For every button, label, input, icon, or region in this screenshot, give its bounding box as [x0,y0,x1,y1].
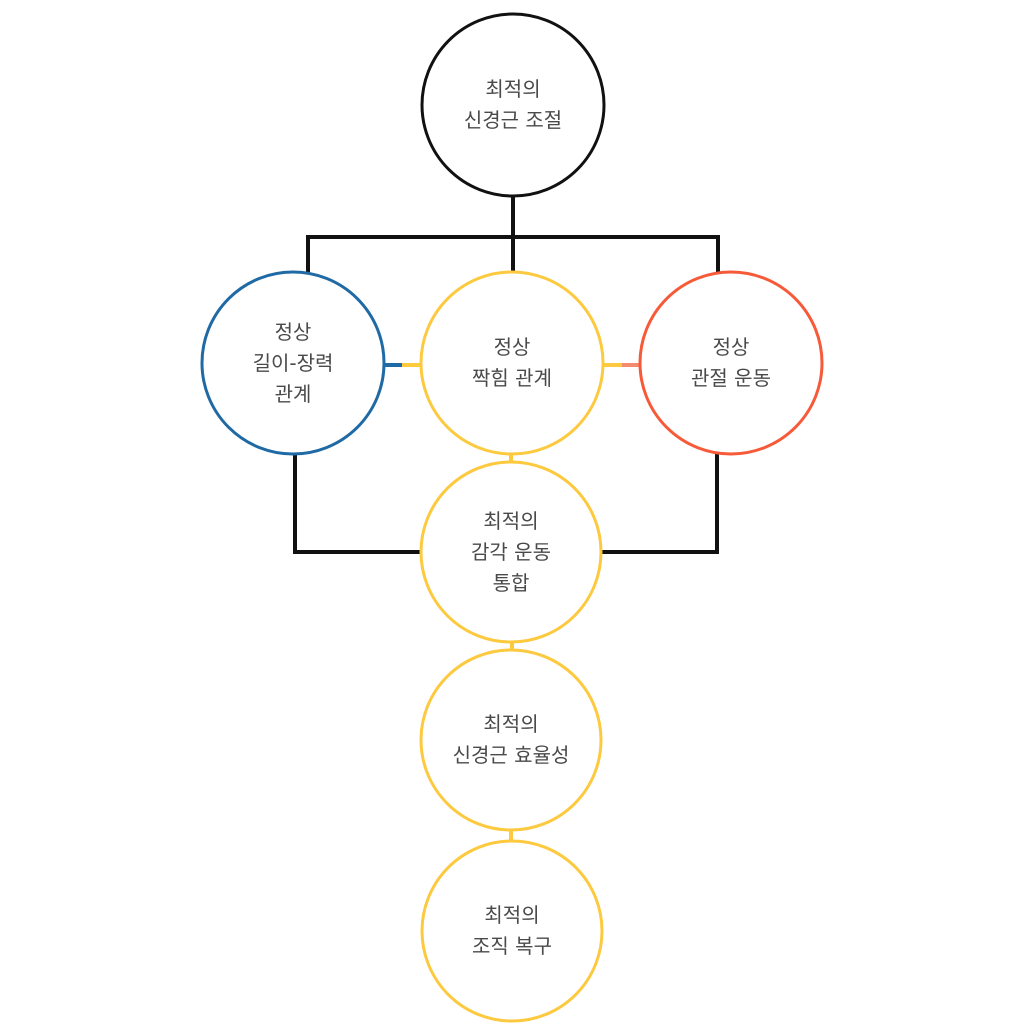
label-line: 정상 [493,335,531,359]
connector-left-bottom [293,452,420,554]
label-line: 최적의 [483,712,539,736]
circle-efficiency [419,648,603,832]
circle-right [638,270,824,456]
label-line: 정상 [274,319,312,344]
label-line: 신경근 조절 [463,108,563,132]
label-line: 짝힘 관계 [472,366,552,390]
label-line: 최적의 [485,77,541,101]
node-repair-label: 최적의 조직 복구 [427,846,597,1016]
connector-right-bottom [602,452,719,554]
node-efficiency-label: 최적의 신경근 효율성 [426,655,596,825]
node-top-label: 최적의 신경근 조절 [428,20,598,190]
connector-top-tree [306,196,720,272]
label-line: 통합 [492,570,530,595]
circle-center [419,270,605,456]
node-right-label: 정상 관절 운동 [646,278,816,448]
node-sensorimotor-label: 최적의 감각 운동 통합 [426,467,596,637]
label-line: 조직 복구 [472,934,552,958]
label-line: 정상 [712,335,750,359]
label-line: 최적의 [483,508,539,533]
label-line: 신경근 효율성 [452,743,570,767]
node-left-label: 정상 길이-장력 관계 [208,278,378,448]
circle-repair [420,839,604,1023]
label-line: 길이-장력 [252,350,334,375]
label-line: 감각 운동 [471,539,551,564]
circle-top [420,12,606,198]
node-center-label: 정상 짝힘 관계 [427,278,597,448]
circle-sensorimotor [419,460,603,644]
circle-left [200,270,386,456]
label-line: 관계 [274,381,312,406]
label-line: 최적의 [484,903,540,927]
label-line: 관절 운동 [691,366,771,390]
